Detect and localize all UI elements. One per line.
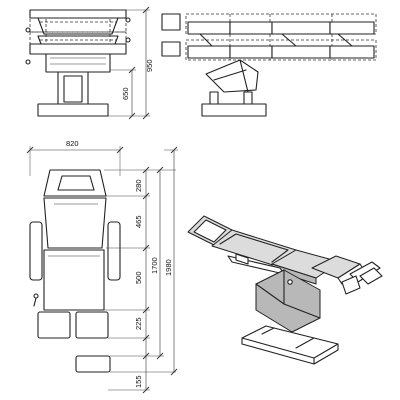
dim-backrest: 465 — [134, 215, 143, 228]
dim-legrest: 225 — [134, 317, 143, 330]
isometric-view — [187, 215, 383, 365]
front-view: 950 650 — [25, 6, 154, 120]
dim-top-width: 820 — [66, 139, 79, 148]
side-view — [161, 13, 377, 117]
dim-headrest: 280 — [134, 179, 143, 192]
dim-length-total: 1980 — [164, 259, 173, 276]
dim-front-total-height: 950 — [145, 59, 154, 72]
dim-length-body: 1700 — [150, 257, 159, 274]
dim-seat: 500 — [134, 271, 143, 284]
dim-front-seat-height: 650 — [121, 87, 130, 100]
top-view: 820 280 465 500 225 155 1700 1980 — [26, 139, 178, 394]
dim-footrest: 155 — [134, 375, 143, 388]
